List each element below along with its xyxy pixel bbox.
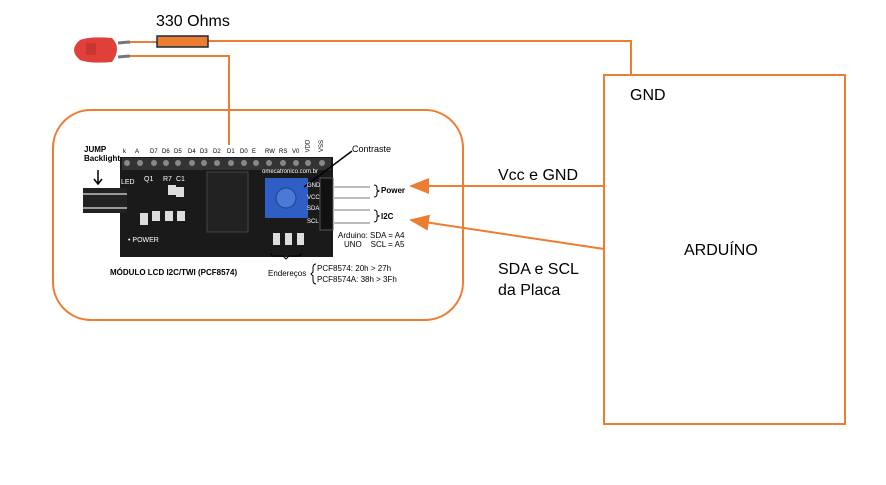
pin-label-a: A bbox=[135, 149, 140, 155]
wire-led-to-d1 bbox=[130, 55, 230, 145]
r7-label: R7 bbox=[163, 176, 172, 183]
pin-label-d7: D7 bbox=[150, 149, 158, 155]
arduino-title: ARDUÍNO bbox=[684, 242, 758, 259]
pin-label-d3: D3 bbox=[200, 149, 208, 155]
pin-label-rs: RS bbox=[279, 149, 288, 155]
q1-label: Q1 bbox=[144, 176, 154, 183]
header-pin-vcc: VCC bbox=[307, 195, 320, 201]
jump-label-2: Backlight bbox=[84, 154, 121, 163]
pin-label-v0: V0 bbox=[292, 149, 300, 155]
arduino-sda-note: Arduino: SDA = A4 bbox=[338, 231, 405, 240]
led-label: LED bbox=[121, 179, 135, 186]
power-label: Power bbox=[381, 186, 406, 195]
arduino-box bbox=[603, 74, 846, 425]
arduino-scl-note: UNO SCL = A5 bbox=[344, 240, 405, 249]
resistor-label: 330 Ohms bbox=[156, 13, 230, 30]
power-arrow-label: Vcc e GND bbox=[498, 167, 579, 184]
pin-label-d1: D1 bbox=[227, 149, 235, 155]
c1-label: C1 bbox=[176, 176, 185, 183]
i2c-arrow-label-1: SDA e SCL bbox=[498, 261, 579, 278]
site-label: omecatronico.com.br bbox=[262, 169, 319, 175]
address-pcf8574: PCF8574: 20h > 27h bbox=[317, 264, 392, 273]
pin-label-rw: RW bbox=[265, 149, 275, 155]
pin-label-d2: D2 bbox=[213, 149, 221, 155]
lcd-i2c-module bbox=[83, 150, 381, 285]
pin-label-d6: D6 bbox=[162, 149, 170, 155]
module-title: MÓDULO LCD I2C/TWI (PCF8574) bbox=[110, 268, 238, 277]
pin-label-vdd: VDD bbox=[305, 139, 312, 153]
i2c-arrow-label-2: da Placa bbox=[498, 282, 561, 299]
pin-label-e: E bbox=[252, 149, 257, 155]
header-pin-scl: SCL bbox=[307, 219, 319, 225]
module-frame bbox=[52, 109, 464, 321]
resistor bbox=[156, 35, 209, 48]
i2c-label: I2C bbox=[381, 212, 394, 221]
header-pin-sda: SDA bbox=[307, 206, 320, 212]
led-icon bbox=[74, 37, 131, 63]
i2c-arrow bbox=[409, 214, 605, 250]
header-pin-gnd: GND bbox=[307, 183, 321, 189]
pin-label-k: k bbox=[123, 149, 126, 155]
arduino-gnd-label: GND bbox=[630, 87, 666, 104]
pin-label-vss: VSS bbox=[319, 139, 326, 153]
pin-label-d4: D4 bbox=[188, 149, 196, 155]
jump-label-1: JUMP bbox=[84, 145, 107, 154]
pin-label-d5: D5 bbox=[174, 149, 182, 155]
power-led-label: • POWER bbox=[128, 237, 159, 244]
contrast-label: Contraste bbox=[352, 144, 392, 154]
pin-label-d0: D0 bbox=[240, 149, 248, 155]
addresses-label: Endereços bbox=[268, 269, 307, 278]
address-pcf8574a: PCF8574A: 38h > 3Fh bbox=[317, 275, 397, 284]
